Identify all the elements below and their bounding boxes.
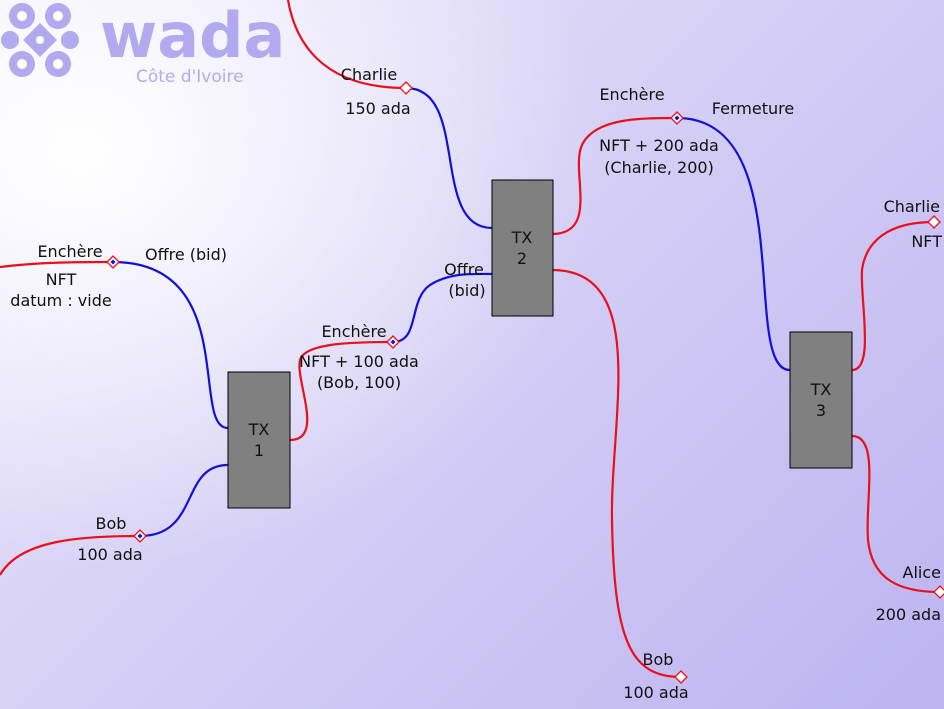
tx-1-box: TX 1: [227, 371, 291, 509]
port-enchere-3: [670, 111, 684, 125]
label-enchere-3: Enchère: [599, 85, 664, 104]
tx-2-box: TX 2: [491, 179, 554, 317]
tx-1-label-top: TX: [248, 420, 270, 439]
label-bob-in-amount: 100 ada: [77, 545, 142, 564]
label-charlie-in-amount: 150 ada: [345, 99, 410, 118]
tx-1-label-num: 1: [254, 441, 264, 460]
line-enchere-to-tx2: [392, 272, 493, 344]
tx-3-box: TX 3: [789, 331, 853, 469]
label-charlie-in: Charlie: [341, 65, 397, 84]
line-bob-to-tx1: [139, 463, 229, 538]
label-enchere-2: Enchère: [321, 322, 386, 341]
label-nft-200: NFT + 200 ada: [599, 136, 719, 155]
label-bob-out: Bob: [643, 650, 674, 669]
port-enchere-2: [386, 335, 400, 349]
label-bob-100: (Bob, 100): [317, 373, 401, 392]
line-fermeture-to-tx3: [676, 116, 791, 372]
connections: [0, 0, 941, 679]
line-bob-in-start: [0, 534, 141, 576]
label-enchere-1: Enchère: [37, 242, 102, 261]
line-tx1-to-enchere: [289, 340, 394, 442]
label-charlie-out-nft: NFT: [911, 232, 942, 251]
tx-2-label-top: TX: [511, 228, 533, 247]
tx-3-label-top: TX: [810, 380, 832, 399]
label-charlie-out: Charlie: [884, 197, 940, 216]
wada-logo: wada Côte d'Ivoire: [1, 0, 285, 87]
port-bob-in: [133, 529, 147, 543]
line-tx2-to-bob: [551, 268, 682, 679]
line-charlie-in-start: [286, 0, 407, 90]
label-bob-in: Bob: [96, 514, 127, 533]
tx-2-label-num: 2: [517, 249, 527, 268]
port-charlie-out: [927, 215, 941, 229]
port-alice-out: [933, 585, 944, 599]
label-bob-out-amount: 100 ada: [623, 683, 688, 702]
label-offre-bid-1: Offre (bid): [145, 245, 227, 264]
line-tx3-to-alice: [851, 434, 941, 594]
ports: [106, 81, 944, 684]
line-offre-bid-to-tx1: [112, 260, 229, 430]
label-nft-1: NFT: [46, 270, 77, 289]
label-charlie-200: (Charlie, 200): [604, 158, 714, 177]
label-datum-vide: datum : vide: [10, 291, 111, 310]
line-tx3-to-charlie: [851, 220, 935, 372]
label-bid-2: (bid): [448, 281, 485, 300]
label-alice-out-amount: 200 ada: [876, 605, 941, 624]
label-alice-out: Alice: [903, 563, 941, 582]
line-enchere-start: [0, 260, 114, 269]
tx-3-label-num: 3: [816, 401, 826, 420]
port-charlie-in: [399, 81, 413, 95]
label-nft-100: NFT + 100 ada: [299, 352, 419, 371]
label-fermeture: Fermeture: [712, 99, 794, 118]
logo-emblem-icon: [1, 3, 79, 77]
line-tx2-to-enchere: [551, 116, 678, 236]
port-enchere-1: [106, 255, 120, 269]
labels: Enchère NFT datum : vide Offre (bid) Bob…: [10, 65, 942, 702]
line-charlie-to-tx2: [405, 86, 493, 230]
label-offre-2: Offre: [444, 260, 484, 279]
logo-wordmark: wada: [100, 0, 285, 72]
logo-subtitle: Côte d'Ivoire: [136, 67, 244, 87]
port-bob-out: [674, 670, 688, 684]
